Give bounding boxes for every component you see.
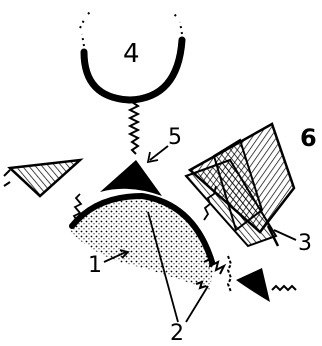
label-6: 6 bbox=[300, 124, 317, 152]
structure-5-cone bbox=[100, 160, 162, 196]
structure-6-hatched-folds bbox=[186, 124, 294, 246]
label-1: 1 bbox=[88, 253, 102, 278]
label-4: 4 bbox=[123, 39, 140, 69]
label-2: 2 bbox=[170, 321, 184, 346]
coil-stalk-top bbox=[130, 102, 138, 154]
left-hatched-triangle bbox=[4, 160, 80, 196]
lower-right-cone bbox=[228, 256, 296, 302]
label-5: 5 bbox=[168, 125, 182, 150]
label-3: 3 bbox=[298, 231, 312, 256]
